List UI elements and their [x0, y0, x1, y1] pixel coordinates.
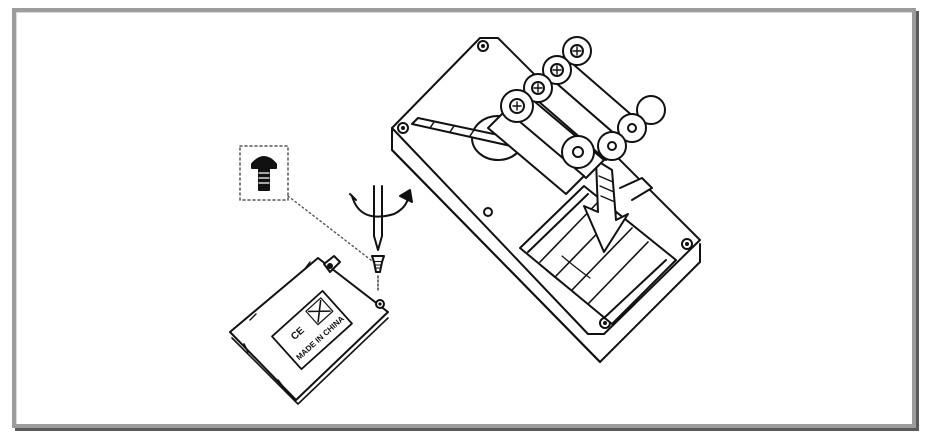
insert-arrow	[583, 159, 629, 253]
battery-4	[547, 36, 666, 143]
batteries	[487, 36, 666, 195]
cover-screw	[371, 255, 385, 293]
screw-head-icon	[251, 156, 277, 169]
screw-thread-icon	[258, 167, 270, 191]
screwdriver	[373, 185, 383, 251]
battery-compartment	[519, 177, 677, 325]
rotate-arrow-icon	[349, 189, 413, 218]
battery-1	[487, 89, 595, 195]
battery-cover: CE MADE IN CHINA	[229, 255, 389, 405]
screw-detail-inset	[239, 145, 377, 265]
